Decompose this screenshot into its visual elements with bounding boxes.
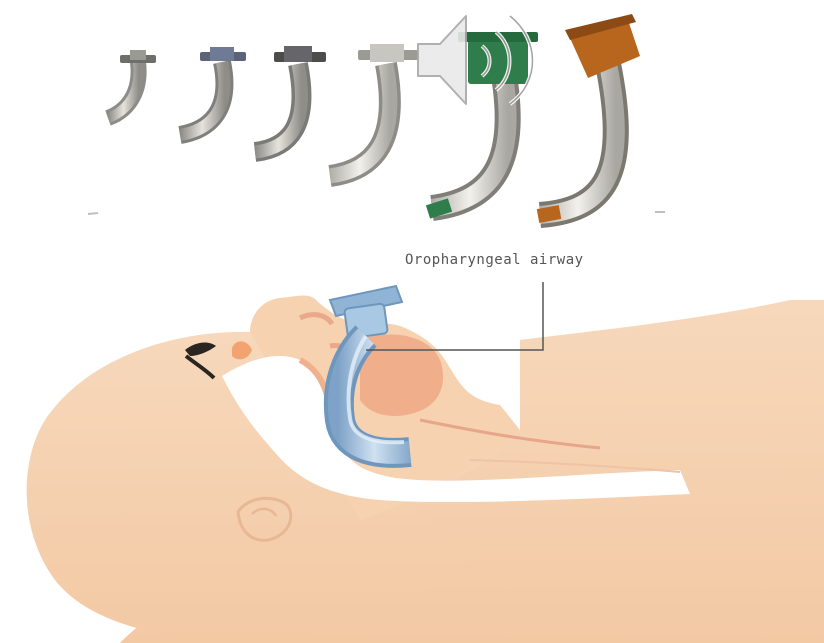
airway-size-3 [255, 46, 326, 152]
airway-label: Oropharyngeal airway [405, 252, 584, 268]
airway-size-2 [180, 47, 246, 135]
patient-head-cross-section [27, 296, 824, 643]
airway-size-6 [538, 14, 640, 216]
airway-sizes-row [88, 14, 665, 216]
airway-size-1 [108, 50, 156, 118]
airway-size-4 [330, 44, 418, 176]
